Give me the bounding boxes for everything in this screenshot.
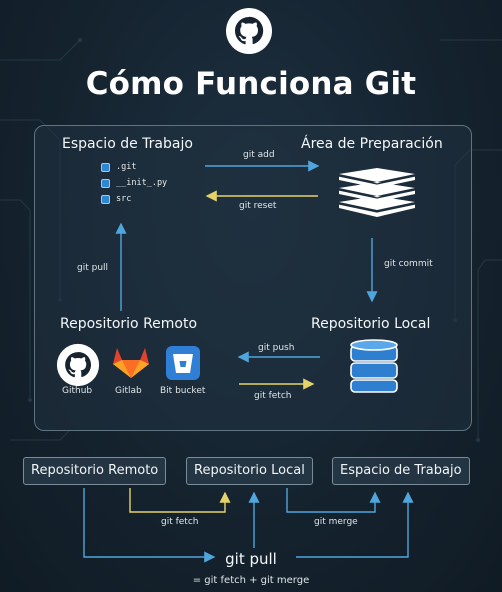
github-logo-icon (56, 343, 100, 391)
git-reset-label: git reset (239, 201, 277, 211)
workspace-title: Espacio de Trabajo (62, 136, 193, 152)
stacked-layers-icon (333, 162, 421, 228)
bottom-box-workspace: Espacio de Trabajo (332, 457, 470, 485)
checkbox-file-icon (101, 195, 110, 204)
github-logo-icon (225, 7, 273, 55)
bitbucket-label: Bit bucket (160, 386, 206, 396)
file-name: src (116, 194, 132, 204)
bottom-merge-arrow (286, 488, 381, 513)
checkbox-file-icon (101, 179, 110, 188)
git-pull-equation: = git fetch + git merge (192, 575, 310, 586)
git-add-label: git add (243, 150, 275, 160)
bottom-merge-label: git merge (314, 517, 358, 527)
bottom-box-remote: Repositorio Remoto (23, 457, 167, 485)
staging-title: Área de Preparación (301, 136, 443, 152)
git-push-label: git push (258, 343, 295, 353)
bottom-fetch-arrow (129, 488, 231, 513)
github-label: Github (62, 386, 93, 396)
gitlab-label: Gitlab (115, 386, 142, 396)
git-pull-label: git pull (77, 263, 109, 273)
file-name: __init_.py (116, 178, 168, 188)
database-icon (349, 338, 399, 400)
remote-title: Repositorio Remoto (60, 316, 198, 332)
bottom-box-local: Repositorio Local (186, 457, 313, 485)
file-name: .git (116, 162, 137, 172)
git-pull-title: git pull (225, 550, 277, 568)
git-fetch-label: git fetch (254, 391, 292, 401)
gitlab-logo-icon (112, 344, 150, 384)
git-commit-label: git commit (384, 259, 433, 269)
bottom-pull-right-arrow (296, 491, 414, 558)
checkbox-file-icon (101, 163, 110, 172)
local-title: Repositorio Local (311, 316, 431, 332)
bottom-pull-left-arrow (83, 488, 216, 563)
page-title: Cómo Funciona Git (85, 66, 417, 102)
bitbucket-logo-icon (166, 346, 200, 384)
bottom-fetch-label: git fetch (161, 517, 199, 527)
